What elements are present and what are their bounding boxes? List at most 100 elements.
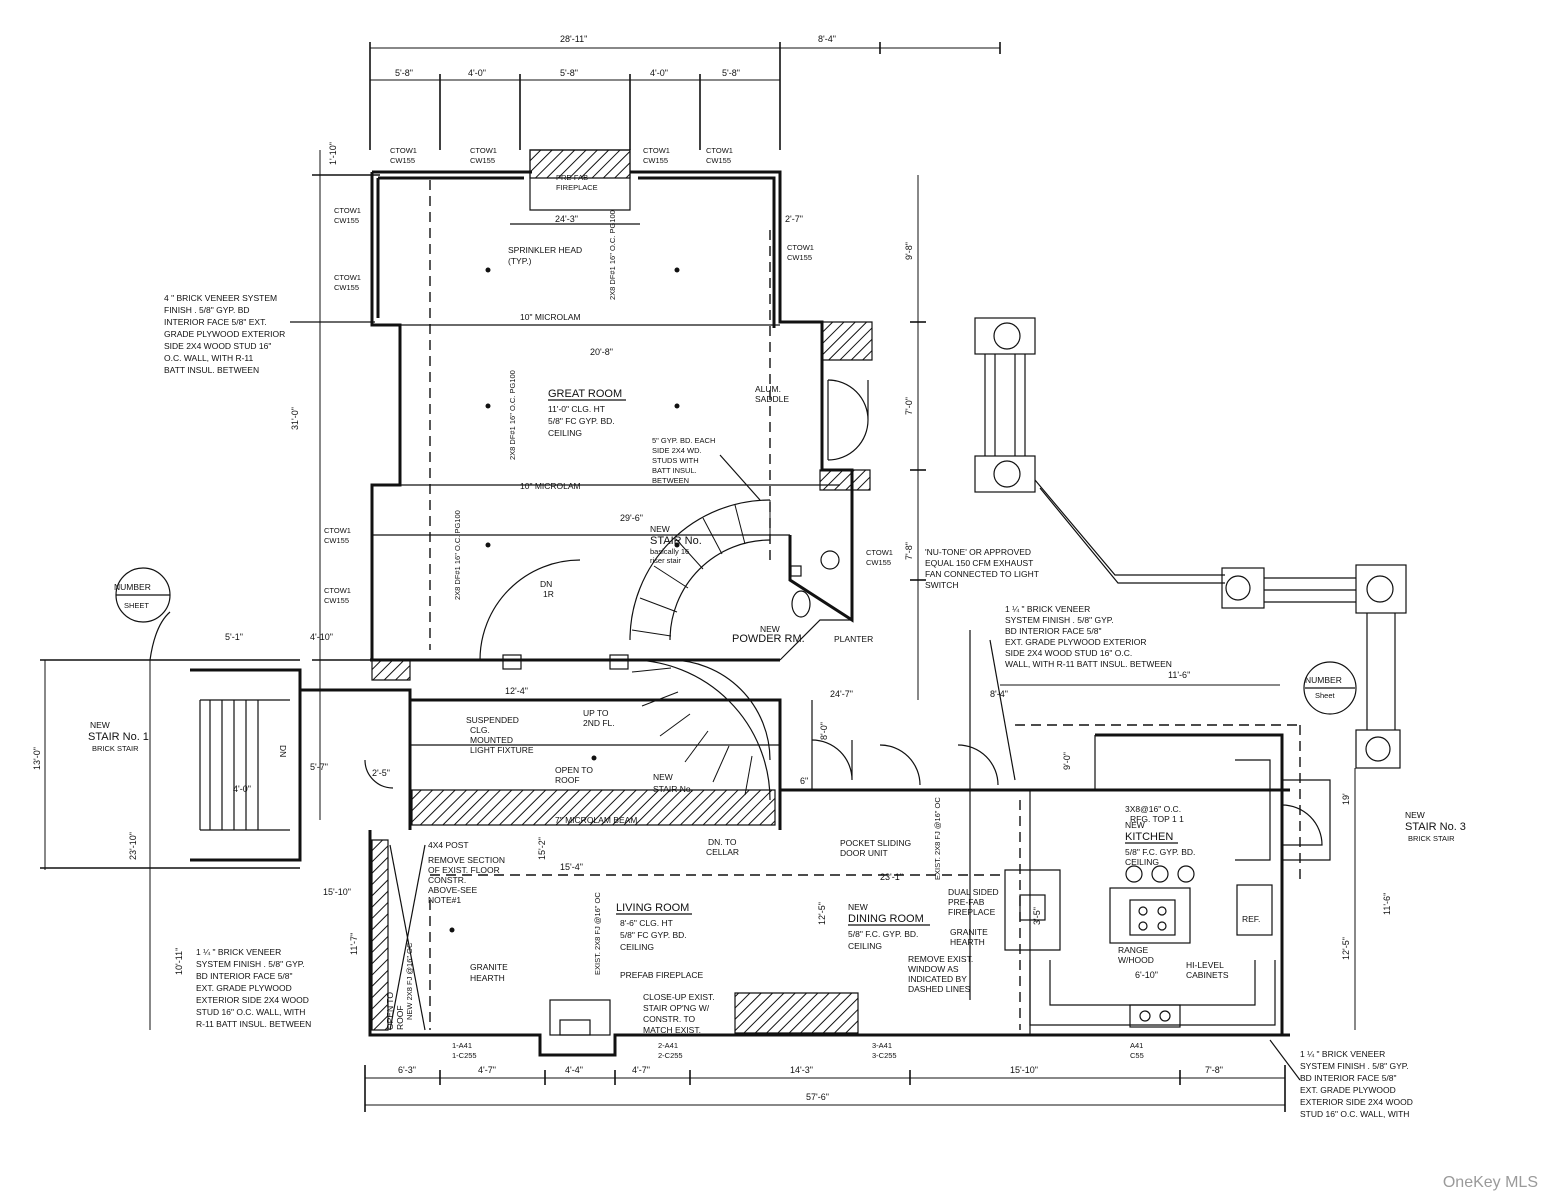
svg-text:UP TO: UP TO [583,708,609,718]
svg-text:3X8@16" O.C.: 3X8@16" O.C. [1125,804,1181,814]
svg-text:Sheet: Sheet [1315,691,1336,700]
svg-text:6'-3": 6'-3" [398,1065,416,1075]
joist-label-2: 2X8 DF#1 16" O.C. PG100 [508,370,517,460]
svg-text:5" GYP. BD. EACH: 5" GYP. BD. EACH [652,436,715,445]
svg-text:GRANITE: GRANITE [950,927,988,937]
hall-area: SUSPENDED CLG. MOUNTED LIGHT FIXTURE OPE… [300,686,782,897]
svg-text:EXTERIOR SIDE 2X4 WOOD: EXTERIOR SIDE 2X4 WOOD [196,995,309,1005]
powder-room-label: POWDER RM. [732,633,805,645]
svg-text:NEW: NEW [650,524,670,534]
svg-text:EXT. GRADE PLYWOOD EXTERIOR: EXT. GRADE PLYWOOD EXTERIOR [1005,637,1147,647]
svg-text:1 ¼ " BRICK VENEER: 1 ¼ " BRICK VENEER [1005,604,1090,614]
svg-text:12'-5": 12'-5" [1341,937,1351,960]
svg-text:OPEN TO: OPEN TO [385,992,395,1030]
svg-text:2-A41: 2-A41 [658,1041,678,1050]
svg-text:DN. TO: DN. TO [708,837,737,847]
svg-text:BATT INSUL.: BATT INSUL. [652,466,697,475]
svg-text:CW155: CW155 [866,558,891,567]
svg-text:BD INTERIOR FACE 5/8": BD INTERIOR FACE 5/8" [196,971,293,981]
svg-text:4'-10": 4'-10" [310,632,333,642]
spiral-stair: DN 1R NEW STAIR No. basically 16 riser s… [479,499,771,801]
joist-label-3: 2X8 DF#1 16" O.C. PG100 [453,510,462,600]
svg-text:PREFAB FIREPLACE: PREFAB FIREPLACE [620,970,703,980]
svg-text:NEW: NEW [1125,820,1145,830]
svg-text:4'-4": 4'-4" [565,1065,583,1075]
wall-note-bottom-right: 1 ¼ " BRICK VENEER SYSTEM FINISH . 5/8" … [1269,1039,1413,1119]
svg-text:HEARTH: HEARTH [950,937,985,947]
svg-text:23'-1": 23'-1" [880,872,903,882]
svg-text:CW155: CW155 [787,253,812,262]
sprinkler-label-1: SPRINKLER HEAD [508,245,582,255]
svg-text:ROOF: ROOF [555,775,580,785]
svg-text:STUD 16" O.C. WALL, WITH: STUD 16" O.C. WALL, WITH [196,1007,305,1017]
svg-text:basically 16: basically 16 [650,547,689,556]
prefab-top-2: FIREPLACE [556,183,598,192]
svg-text:2ND FL.: 2ND FL. [583,718,615,728]
svg-text:STAIR OP'NG W/: STAIR OP'NG W/ [643,1003,710,1013]
svg-text:3-C255: 3-C255 [872,1051,897,1060]
living-room-title: LIVING ROOM [616,902,689,914]
svg-text:DASHED LINES: DASHED LINES [908,984,971,994]
svg-text:C55: C55 [1130,1051,1144,1060]
svg-text:NEW 2X8 FJ @16" OC: NEW 2X8 FJ @16" OC [405,942,414,1020]
dining-room: NEW DINING ROOM 5/8" F.C. GYP. BD. CEILI… [780,689,1290,1035]
planter-label: PLANTER [834,634,873,644]
svg-text:CW155: CW155 [470,156,495,165]
svg-text:CEILING: CEILING [1125,857,1159,867]
dn-1r-2: 1R [543,589,554,599]
dim-left-stair: 13'-0" [32,747,42,770]
svg-text:11'-6": 11'-6" [1168,670,1190,680]
svg-text:RANGE: RANGE [1118,945,1149,955]
dim-top-seg-1: 5'-8" [395,68,413,78]
wall-note-top-left: 4 " BRICK VENEER SYSTEM FINISH . 5/8" GY… [164,293,375,375]
svg-text:NOTE#1: NOTE#1 [428,895,461,905]
svg-text:1-A41: 1-A41 [452,1041,472,1050]
svg-text:INDICATED BY: INDICATED BY [908,974,967,984]
stair-1-label: STAIR No. 1 [88,731,149,743]
svg-text:9'-0": 9'-0" [1062,752,1072,770]
svg-text:CTOW1: CTOW1 [334,273,361,282]
svg-text:O.C. WALL, WITH R-11: O.C. WALL, WITH R-11 [164,353,254,363]
microlam-2: 10" MICROLAM [520,481,581,491]
svg-text:BETWEEN: BETWEEN [652,476,689,485]
svg-text:15'-4": 15'-4" [560,862,583,872]
svg-text:11'-7": 11'-7" [349,933,359,955]
svg-text:8'-0": 8'-0" [819,722,829,740]
svg-text:57'-6": 57'-6" [806,1092,829,1102]
sprinkler-label-2: (TYP.) [508,256,532,266]
svg-text:NEW: NEW [1405,810,1425,820]
watermark: OneKey MLS [1442,1174,1538,1191]
dn-1r-1: DN [540,579,552,589]
svg-text:2'-5": 2'-5" [372,768,390,778]
svg-text:REMOVE SECTION: REMOVE SECTION [428,855,505,865]
svg-text:OF EXIST. FLOOR: OF EXIST. FLOOR [428,865,500,875]
svg-text:SIDE 2X4 WOOD STUD 16" O.C.: SIDE 2X4 WOOD STUD 16" O.C. [1005,648,1132,658]
svg-text:CW155: CW155 [334,283,359,292]
svg-text:5/8" F.C. GYP. BD.: 5/8" F.C. GYP. BD. [848,929,918,939]
microlam-1: 10" MICROLAM [520,312,581,322]
dim-left-overall: 31'-0" [290,407,300,430]
svg-text:CTOW1: CTOW1 [390,146,417,155]
svg-text:15'-10": 15'-10" [323,887,351,897]
svg-text:SWITCH: SWITCH [925,580,959,590]
svg-text:INTERIOR FACE 5/8" EXT.: INTERIOR FACE 5/8" EXT. [164,317,267,327]
svg-text:24'-7": 24'-7" [830,689,853,699]
svg-text:DOOR UNIT: DOOR UNIT [840,848,888,858]
svg-text:EXIST. 2X8 FJ @16" OC: EXIST. 2X8 FJ @16" OC [593,892,602,975]
svg-text:FIREPLACE: FIREPLACE [948,907,996,917]
svg-text:FINISH . 5/8" GYP. BD: FINISH . 5/8" GYP. BD [164,305,250,315]
dim-left-lower: 23'-10" [128,832,138,860]
svg-text:EXTERIOR SIDE 2X4 WOOD: EXTERIOR SIDE 2X4 WOOD [1300,1097,1413,1107]
svg-text:CW155: CW155 [643,156,668,165]
svg-text:SIDE 2X4 WOOD STUD 16": SIDE 2X4 WOOD STUD 16" [164,341,271,351]
svg-text:NEW: NEW [760,624,780,634]
svg-text:CLG.: CLG. [470,725,490,735]
svg-text:9'-8": 9'-8" [904,242,914,260]
svg-text:8'-6" CLG. HT: 8'-6" CLG. HT [620,918,673,928]
svg-text:1'-10": 1'-10" [328,142,338,165]
stair-3-label: STAIR No. 3 [1405,821,1466,833]
wall-note-bottom-left: 1 ¼ " BRICK VENEER SYSTEM FINISH . 5/8" … [196,947,311,1029]
svg-text:CONSTR.: CONSTR. [428,875,466,885]
svg-text:7" MICROLAM BEAM: 7" MICROLAM BEAM [555,815,637,825]
